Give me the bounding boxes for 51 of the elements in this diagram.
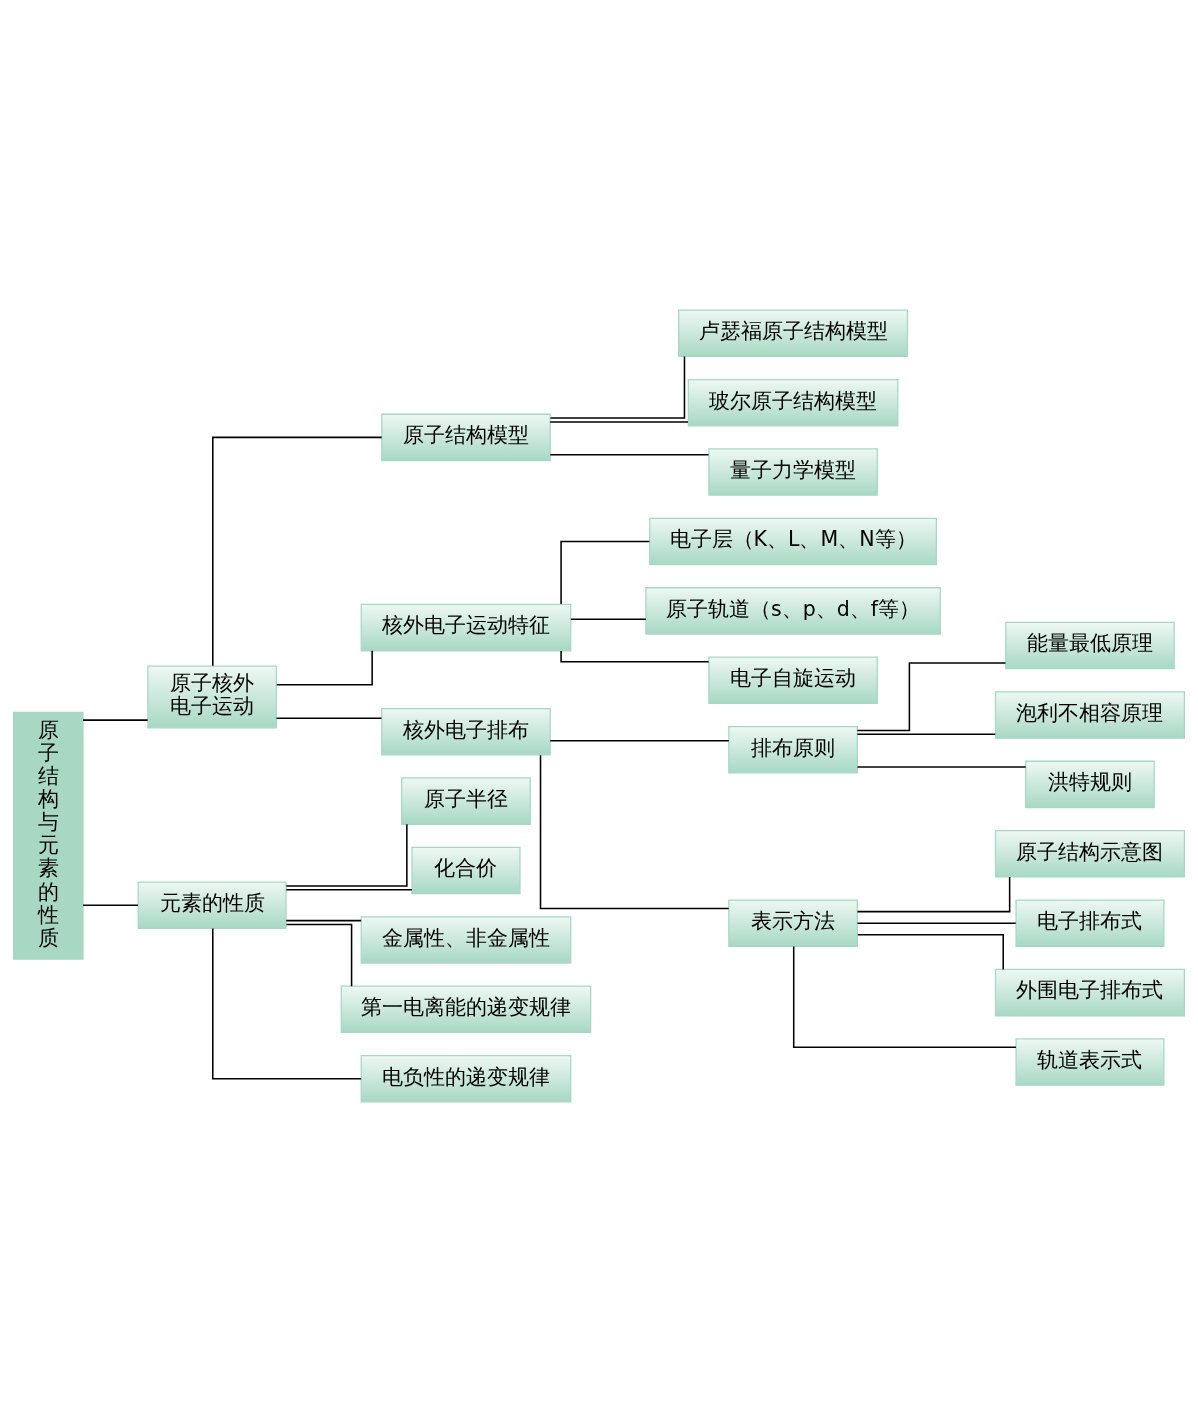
- node-box: 外围电子排布式: [994, 968, 1186, 1017]
- connector: [856, 662, 1007, 732]
- node-box: 能量最低原理: [1005, 621, 1175, 670]
- connector: [856, 766, 1027, 768]
- node-box: 电子排布式: [1015, 899, 1165, 947]
- connector: [276, 650, 373, 686]
- connector: [549, 453, 710, 456]
- connector: [285, 823, 408, 887]
- connector: [275, 717, 383, 719]
- node-box: 核外电子运动特征: [360, 603, 572, 652]
- node-box: 卢瑟福原子结构模型: [678, 309, 909, 358]
- connector: [560, 540, 651, 605]
- connector: [549, 739, 730, 742]
- connector: [212, 927, 362, 1080]
- connector: [549, 355, 686, 419]
- connector: [560, 650, 710, 663]
- connector: [285, 889, 413, 891]
- node-box: 泡利不相容原理: [994, 691, 1186, 739]
- node-box: 原子轨道（s、p、d、f等）: [645, 587, 941, 635]
- connector: [856, 922, 1017, 924]
- node-box: 化合价: [411, 846, 521, 895]
- node-box: 金属性、非金属性: [360, 916, 572, 964]
- connector: [539, 754, 730, 910]
- connector: [856, 876, 1011, 913]
- node-box: 电子自旋运动: [708, 656, 878, 705]
- node-box: 核外电子排布: [381, 707, 551, 756]
- node-box: 元素的性质: [137, 881, 287, 929]
- connector: [285, 923, 353, 987]
- node-box: 轨道表示式: [1015, 1038, 1165, 1086]
- connector: [856, 733, 996, 736]
- connector: [82, 719, 149, 721]
- node-box: 原子半径: [401, 777, 531, 825]
- node-box: 原子核外电子运动: [147, 665, 278, 729]
- node-box: 原子结构模型: [381, 413, 551, 462]
- connector: [792, 945, 1017, 1048]
- node-box: 电子层（K、L、M、N等）: [649, 517, 938, 566]
- connector: [82, 904, 139, 906]
- connector: [285, 919, 362, 922]
- connector: [857, 934, 1004, 971]
- node-box: 量子力学模型: [708, 448, 878, 496]
- node-box: 原子结构示意图: [994, 830, 1186, 878]
- connector: [549, 421, 689, 423]
- node-box: 玻尔原子结构模型: [687, 378, 899, 427]
- node-box: 排布原则: [728, 725, 858, 774]
- node-box: 表示方法: [728, 899, 858, 947]
- connector: [212, 436, 383, 667]
- node-box: 第一电离能的递变规律: [340, 985, 592, 1034]
- node-box: 原子结构与元素的性质: [12, 711, 84, 960]
- connector: [570, 618, 647, 620]
- node-box: 电负性的递变规律: [360, 1054, 572, 1103]
- node-box: 洪特规则: [1025, 760, 1155, 809]
